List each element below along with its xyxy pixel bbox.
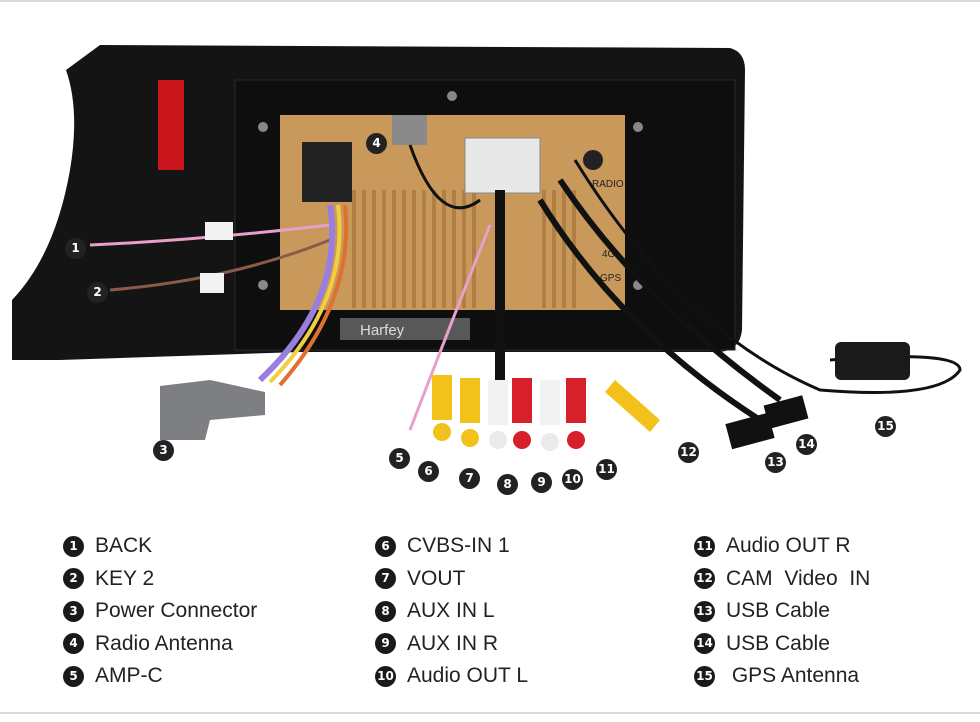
legend-item: 14 USB Cable (694, 628, 870, 661)
legend-column-2: 6 CVBS-IN 1 7 VOUT 8 AUX IN L 9 AUX IN R 10 A… (375, 530, 528, 693)
legend-number: 12 (694, 568, 715, 590)
callout-14: 14 (796, 434, 817, 455)
gps-cable (573, 159, 962, 394)
radio-antenna-plug (392, 115, 427, 145)
legend-item: 9 AUX IN R (375, 628, 528, 661)
legend-label: CAM Video IN (726, 566, 871, 590)
legend-number: 4 (63, 633, 84, 655)
usb-plug-13 (725, 412, 775, 450)
callout-13: 13 (765, 452, 786, 473)
legend-number: 1 (63, 535, 84, 557)
callout-5: 5 (389, 448, 410, 469)
legend-item: 13 USB Cable (694, 595, 870, 628)
legend-number: 3 (63, 600, 84, 622)
usb-cable-b (557, 178, 782, 403)
legend-number: 6 (375, 535, 396, 557)
legend-label: USB Cable (726, 631, 830, 655)
port-block (464, 137, 541, 194)
legend-label: Radio Antenna (95, 631, 233, 655)
callout-12: 12 (678, 442, 699, 463)
legend-label: USB Cable (726, 599, 830, 623)
key2-wire (109, 238, 331, 292)
gps-antenna (835, 342, 910, 380)
legend-item: 5 AMP-C (63, 660, 257, 693)
bottom-divider (0, 712, 980, 714)
legend-item: 8 AUX IN L (375, 595, 528, 628)
legend-label: KEY 2 (95, 566, 155, 590)
legend-item: 10 Audio OUT L (375, 660, 528, 693)
callout-11: 11 (596, 459, 617, 480)
legend-item: 2 KEY 2 (63, 563, 257, 596)
legend-number: 9 (375, 633, 396, 655)
callout-4: 4 (366, 133, 387, 154)
legend-label: Audio OUT L (407, 664, 529, 688)
callout-6: 6 (418, 461, 439, 482)
product-photo: RADIO 4G GPS Harfey (12, 45, 962, 451)
legend-number: 7 (375, 568, 396, 590)
callout-1: 1 (65, 238, 86, 259)
legend-column-1: 1 BACK 2 KEY 2 3 Power Connector 4 Radio Ant… (63, 530, 257, 693)
legend-number: 8 (375, 600, 396, 622)
callout-9: 9 (531, 472, 552, 493)
legend-label: Audio OUT R (726, 534, 851, 558)
back-tag (205, 222, 233, 240)
four-g-port-label: 4G (602, 249, 616, 260)
legend-label: AUX IN L (407, 599, 495, 623)
legend-item: 15 GPS Antenna (694, 660, 870, 693)
usb-cable-a (537, 198, 762, 423)
legend-item: 1 BACK (63, 530, 257, 563)
legend-label: BACK (95, 534, 153, 558)
legend-number: 15 (694, 665, 715, 687)
radio-port (583, 150, 603, 170)
legend-label: VOUT (407, 566, 466, 590)
radio-port-label: RADIO (592, 179, 624, 190)
legend-label: CVBS-IN 1 (407, 534, 510, 558)
watermark: Harfey (360, 322, 405, 339)
callout-3: 3 (153, 440, 174, 461)
legend-number: 11 (694, 535, 715, 557)
key2-tag (200, 273, 224, 293)
callout-7: 7 (459, 468, 480, 489)
legend-item: 6 CVBS-IN 1 (375, 530, 528, 563)
legend-label: AUX IN R (407, 631, 499, 655)
power-connector-plug (160, 380, 265, 440)
legend-label: Power Connector (95, 599, 258, 623)
legend-item: 3 Power Connector (63, 595, 257, 628)
main-connector (302, 142, 352, 202)
legend-number: 2 (63, 568, 84, 590)
rca-plugs (432, 375, 660, 451)
legend-item: 7 VOUT (375, 563, 528, 596)
watermark-strip (340, 318, 470, 340)
harness (257, 204, 336, 383)
red-release-tab (158, 80, 184, 170)
legend-number: 10 (375, 665, 396, 687)
callout-8: 8 (497, 474, 518, 495)
legend-item: 4 Radio Antenna (63, 628, 257, 661)
legend-item: 12 CAM Video IN (694, 563, 870, 596)
legend-item: 11 Audio OUT R (694, 530, 870, 563)
callout-15: 15 (875, 416, 896, 437)
legend-number: 14 (694, 633, 715, 655)
legend-label: GPS Antenna (726, 664, 860, 688)
legend-number: 13 (694, 600, 715, 622)
legend-label: AMP-C (95, 664, 163, 688)
legend-number: 5 (63, 665, 84, 687)
usb-plug-14 (763, 395, 809, 429)
gps-port-label: GPS (600, 273, 621, 284)
amp-c-wire (408, 224, 492, 431)
top-divider (0, 0, 980, 2)
callout-10: 10 (562, 469, 583, 490)
callout-2: 2 (87, 282, 108, 303)
